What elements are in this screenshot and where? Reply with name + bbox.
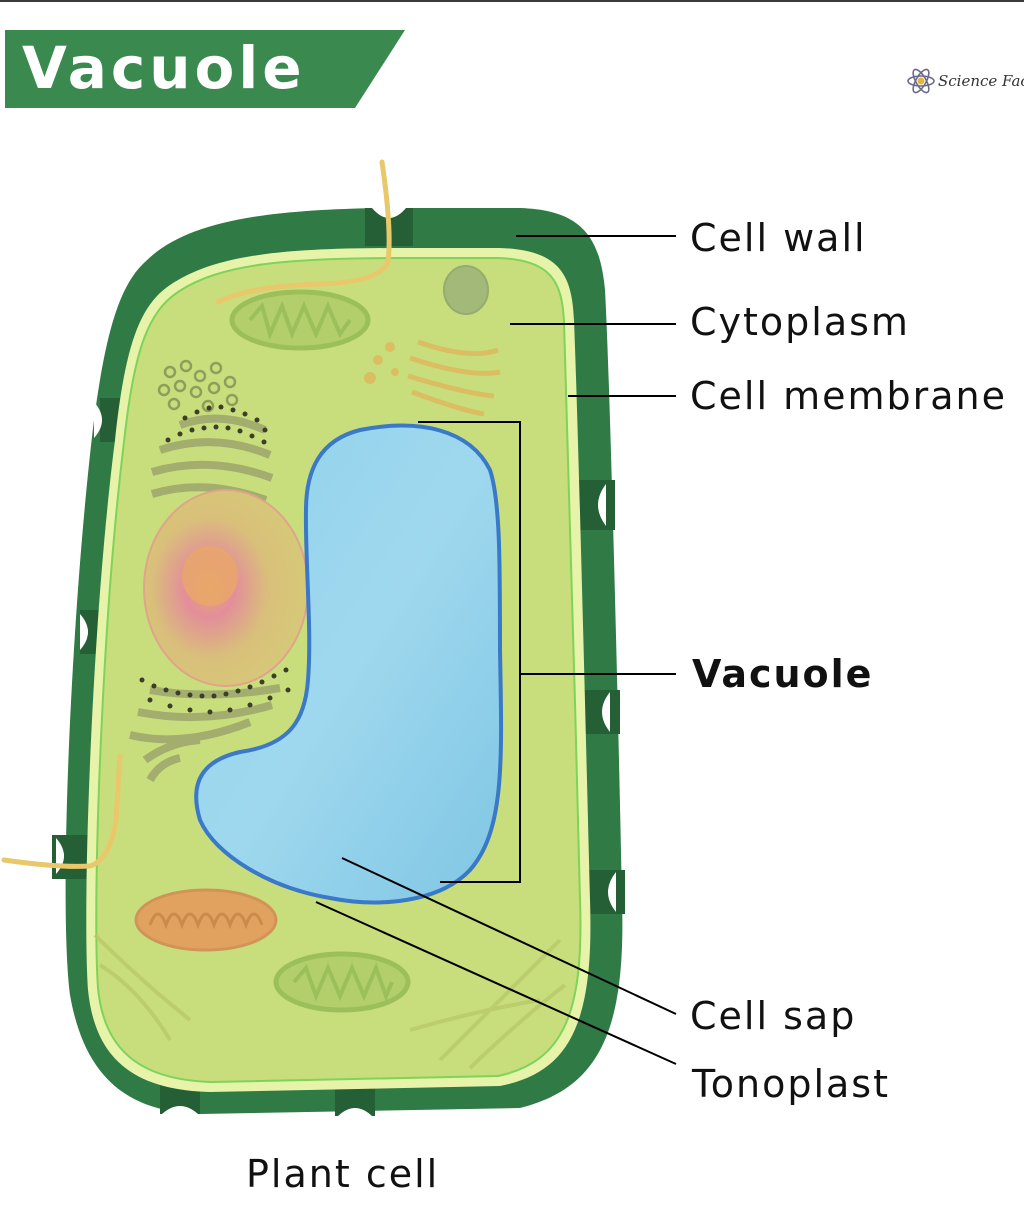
er-strands: [93, 933, 567, 1070]
mitochondrion-orange: [134, 888, 278, 952]
logo-text: Science Fac: [938, 72, 1024, 90]
plasmodesma-top: [215, 159, 392, 305]
label-vacuole: Vacuole: [692, 652, 874, 696]
leader-lines: [315, 235, 677, 1065]
diagram-caption: Plant cell: [246, 1152, 440, 1196]
rough-er-top: [150, 414, 274, 504]
ribosomes-top: [165, 404, 268, 445]
mitochondrion-bottom: [273, 951, 411, 1013]
science-facts-logo: Science Fac: [906, 66, 1024, 96]
small-organelle: [443, 265, 489, 315]
vesicles: [157, 359, 239, 413]
mitochondrion-top: [229, 289, 371, 351]
label-tonoplast: Tonoplast: [692, 1062, 890, 1106]
label-cell-wall: Cell wall: [690, 216, 867, 260]
title-banner: [5, 30, 405, 108]
vacuole: [194, 423, 504, 905]
label-cell-sap: Cell sap: [690, 994, 857, 1038]
golgi-apparatus: [364, 339, 501, 417]
label-cytoplasm: Cytoplasm: [690, 300, 910, 344]
page-title: Vacuole: [22, 34, 306, 102]
top-border-line: [0, 0, 1024, 2]
atom-icon: [907, 68, 935, 94]
vacuole-bracket: [418, 421, 521, 883]
label-cell-membrane: Cell membrane: [690, 374, 1008, 418]
nucleolus: [182, 546, 238, 606]
ribosomes-bottom: [139, 667, 291, 715]
plasmodesma-left: [1, 753, 123, 869]
